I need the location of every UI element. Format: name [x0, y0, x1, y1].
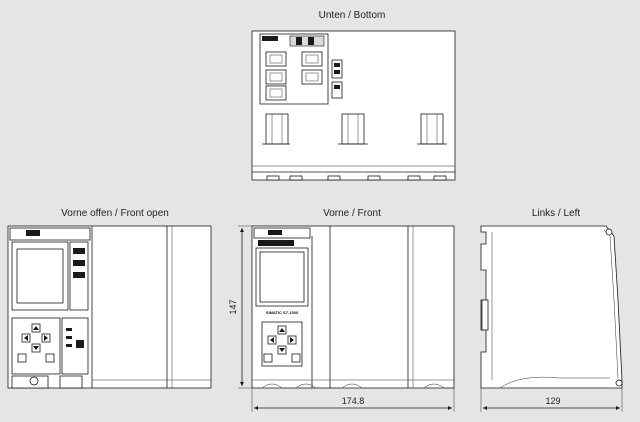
dimension-side-depth-value: 129: [545, 396, 560, 406]
key-esc-icon: [263, 353, 273, 363]
brand-badge: [258, 240, 294, 246]
bottom-view-label: Unten / Bottom: [319, 10, 386, 21]
connector-icon: [331, 81, 343, 99]
rj45-port-icon: [265, 69, 287, 85]
front-view-label: Vorne / Front: [323, 208, 381, 219]
rail-clip: [420, 113, 444, 145]
dimension-height: 147: [228, 225, 252, 389]
left-view-outline: [480, 225, 623, 389]
rj45-port-icon: [301, 69, 323, 85]
left-view-label: Links / Left: [532, 208, 581, 219]
rj45-port-icon: [265, 85, 287, 101]
dimension-front-width: 174.8: [251, 388, 455, 412]
rj45-port-icon: [301, 51, 323, 67]
device-brand-label: SIMATIC S7-1500: [266, 310, 299, 315]
key-ok-icon: [45, 353, 55, 363]
key-esc-icon: [17, 353, 27, 363]
dimension-front-width-value: 174.8: [342, 396, 365, 406]
display-screen: [16, 248, 64, 304]
dimension-height-value: 147: [228, 299, 238, 314]
rail-clip: [265, 113, 289, 145]
key-ok-icon: [291, 353, 301, 363]
dimension-side-depth: 129: [480, 388, 623, 412]
front-open-view-label: Vorne offen / Front open: [61, 208, 169, 219]
front-open-view: Vorne offen / Front open: [7, 208, 212, 389]
left-view: Links / Left: [480, 208, 623, 389]
bottom-view: Unten / Bottom: [251, 10, 456, 181]
front-view: Vorne / Front SIMATIC S7-1500: [251, 208, 455, 389]
connector-icon: [331, 59, 343, 79]
rj45-port-icon: [265, 51, 287, 67]
rail-clip: [341, 113, 365, 145]
display-screen: [259, 251, 305, 303]
